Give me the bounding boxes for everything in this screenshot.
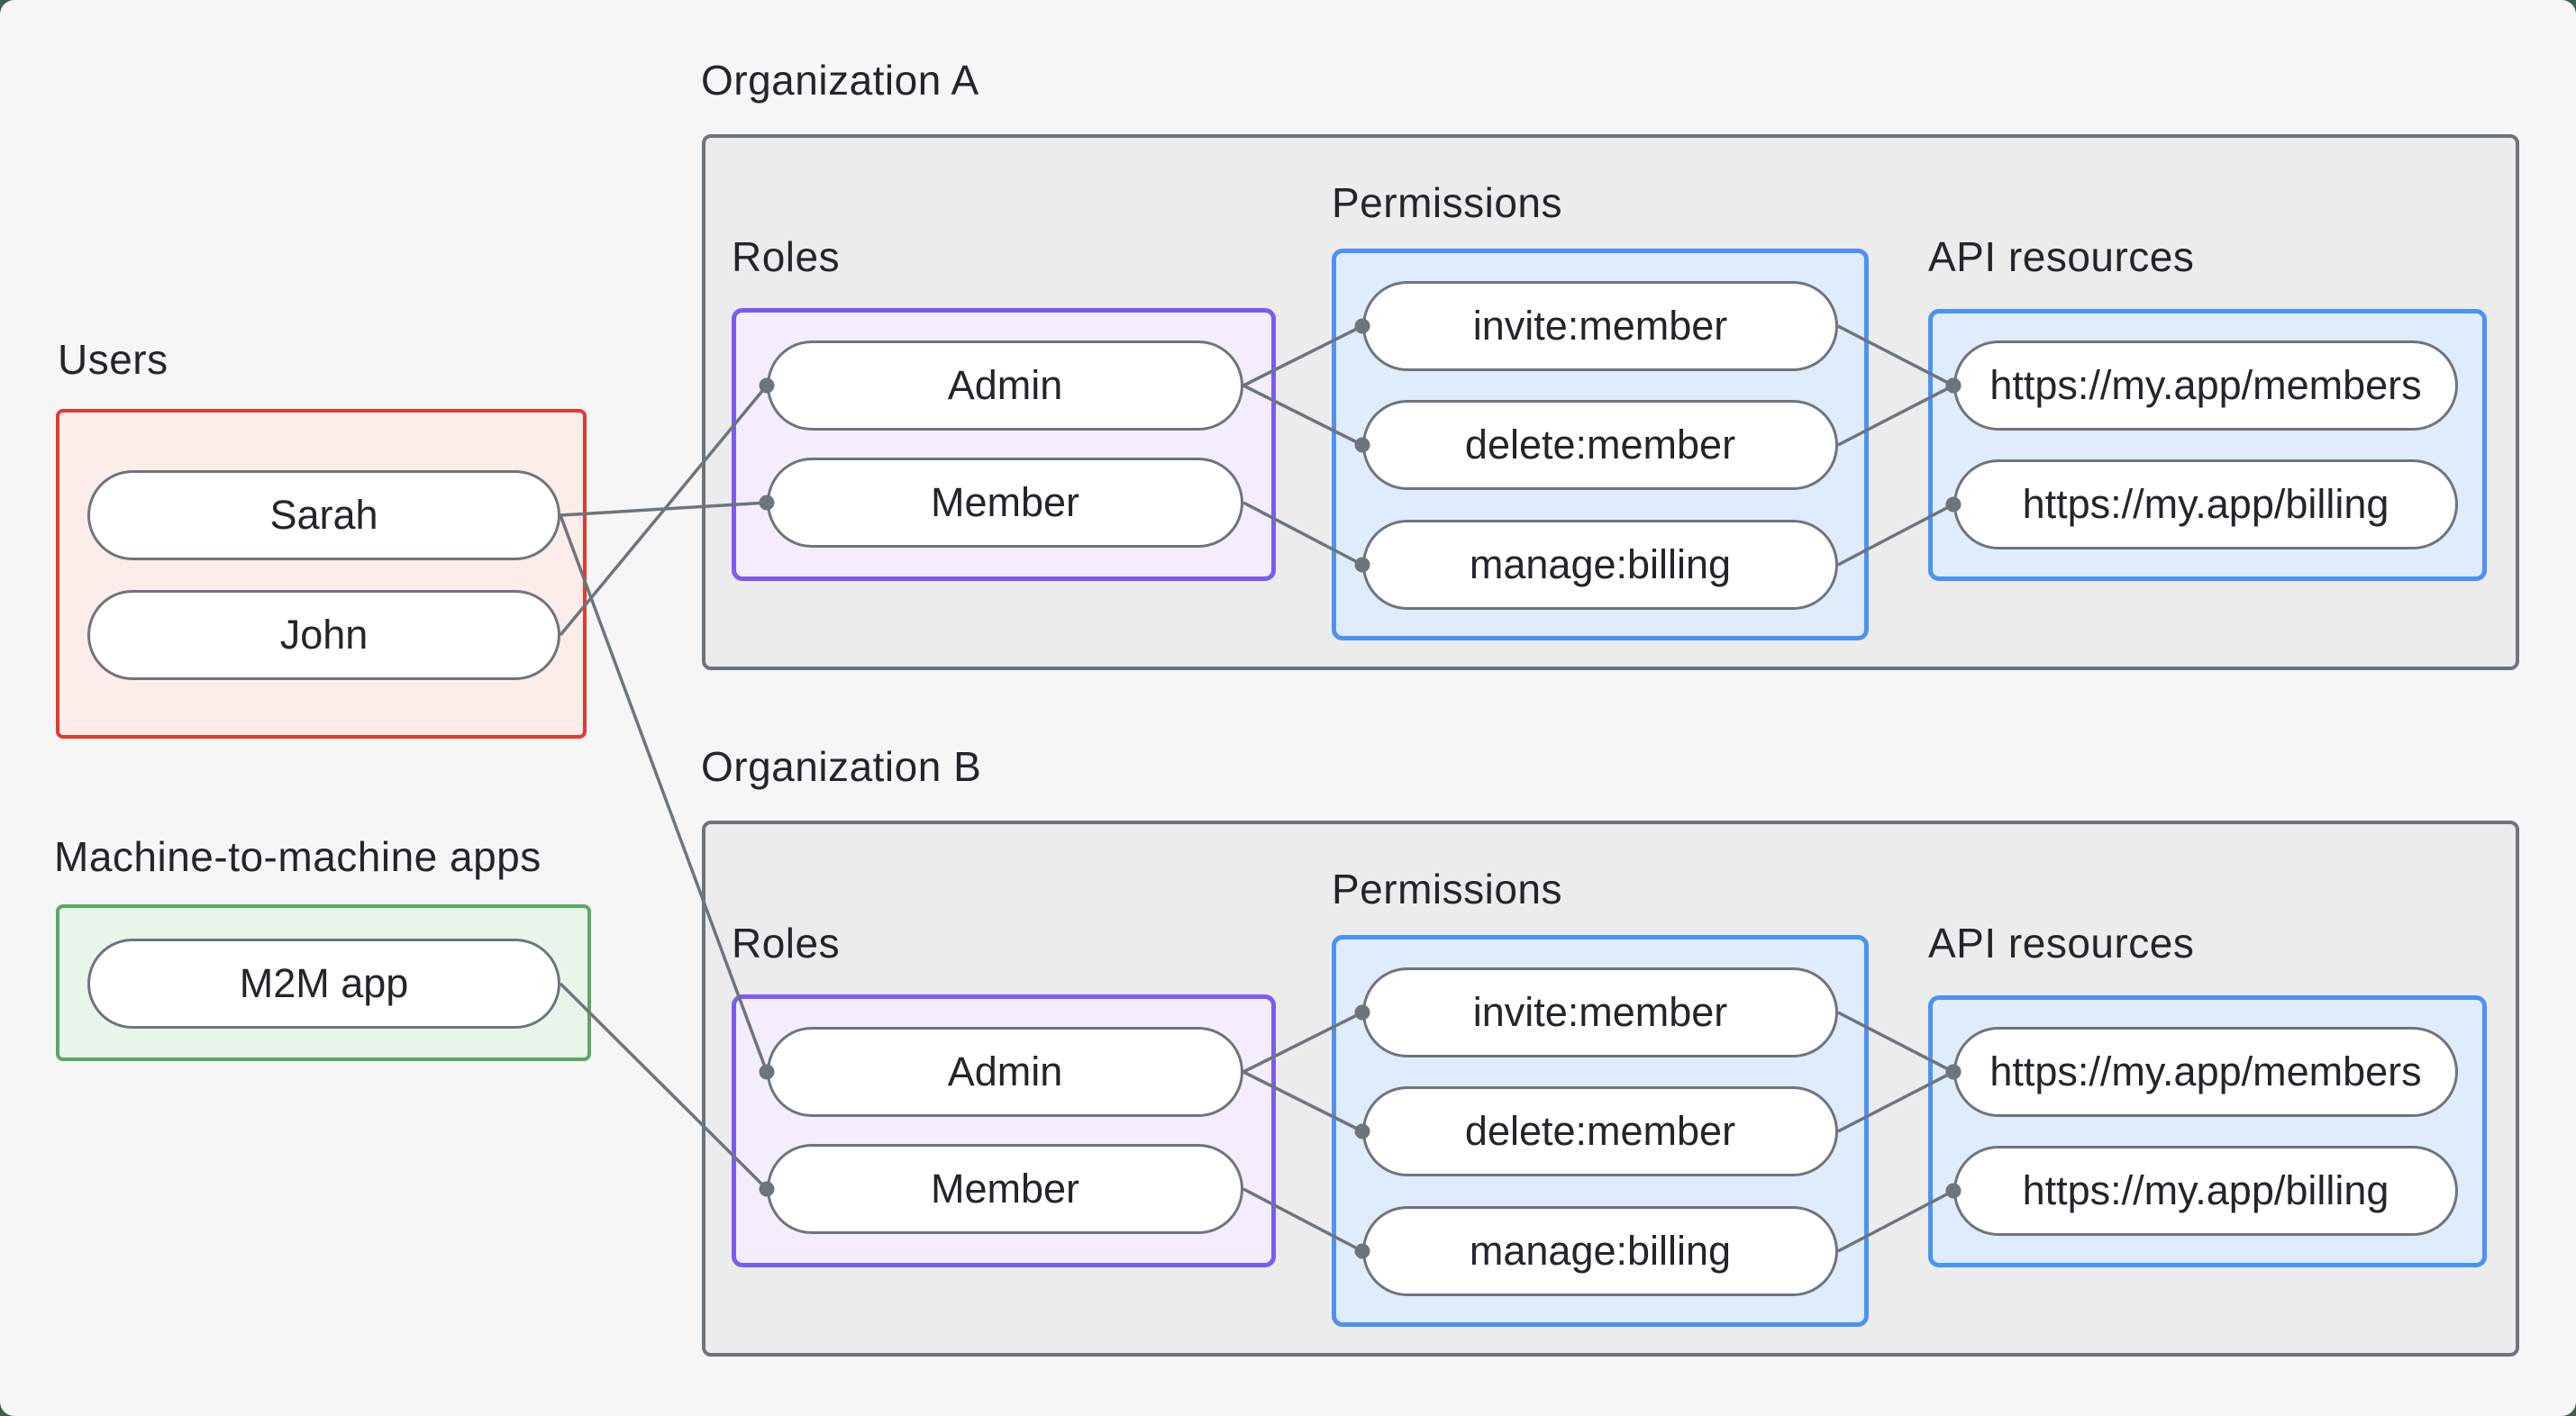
org-a-api-members-url: https://my.app/members (1953, 340, 2458, 431)
m2m-group-label: Machine-to-machine apps (54, 833, 542, 880)
org-b-role-admin: Admin (767, 1027, 1243, 1117)
org-a-permissions-label: Permissions (1332, 179, 1563, 226)
users-group-label: Users (58, 336, 168, 383)
org-b-permission-manage-billing: manage:billing (1362, 1206, 1838, 1296)
org-a-api-resources-label: API resources (1928, 233, 2195, 280)
user-node-sarah: Sarah (87, 470, 560, 560)
org-b-label: Organization B (701, 743, 982, 790)
users-group-box (56, 409, 587, 739)
org-b-api-resources-label: API resources (1928, 920, 2195, 967)
org-a-api-billing-url: https://my.app/billing (1953, 459, 2458, 549)
org-b-permission-invite-member: invite:member (1362, 967, 1838, 1057)
org-a-roles-label: Roles (732, 233, 841, 280)
org-b-api-members-url: https://my.app/members (1953, 1027, 2458, 1117)
m2m-app-node: M2M app (87, 939, 560, 1029)
org-b-api-billing-url: https://my.app/billing (1953, 1146, 2458, 1236)
org-a-permission-delete-member: delete:member (1362, 400, 1838, 490)
org-b-roles-label: Roles (732, 920, 841, 967)
org-a-role-member: Member (767, 458, 1243, 548)
org-a-permission-manage-billing: manage:billing (1362, 520, 1838, 610)
org-b-role-member: Member (767, 1144, 1243, 1234)
org-b-permissions-label: Permissions (1332, 866, 1563, 912)
org-a-permission-invite-member: invite:member (1362, 281, 1838, 371)
org-a-role-admin: Admin (767, 340, 1243, 431)
org-b-permission-delete-member: delete:member (1362, 1086, 1838, 1176)
org-a-label: Organization A (701, 57, 979, 104)
user-node-john: John (87, 590, 560, 680)
